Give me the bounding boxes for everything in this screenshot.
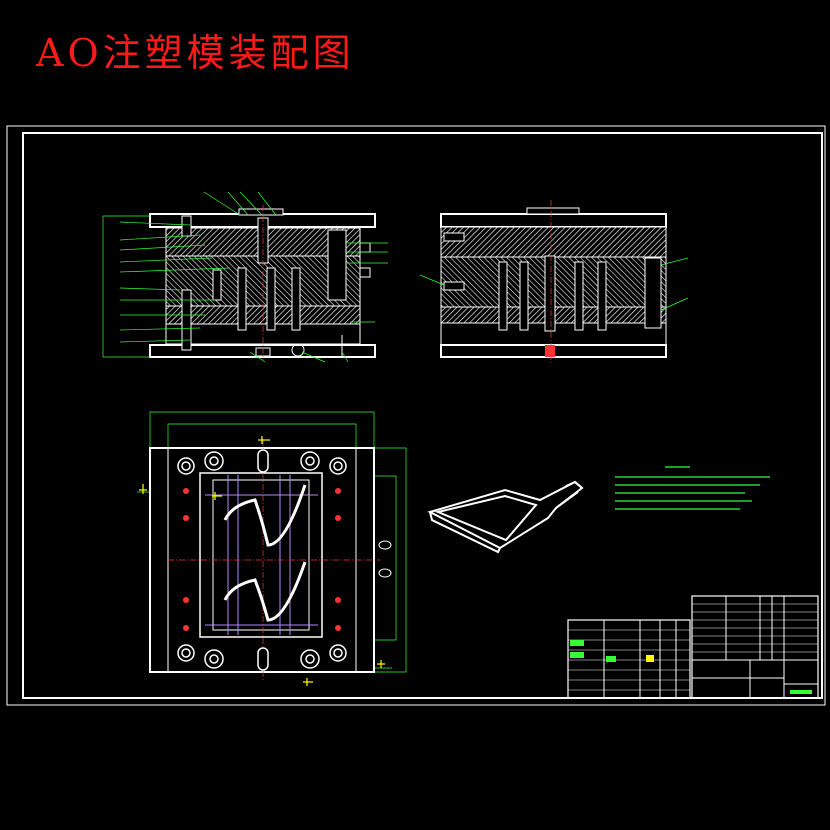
plan-view — [137, 411, 407, 686]
inner-border — [22, 132, 823, 699]
outer-border — [6, 125, 826, 706]
title-block-accents — [570, 640, 812, 694]
front-section-view — [102, 191, 388, 363]
part-isometric-view — [427, 480, 584, 554]
drawing-title: AO注塑模装配图 — [36, 31, 355, 75]
title-block — [567, 595, 819, 699]
parts-list-rows — [568, 603, 818, 691]
technical-notes — [615, 466, 770, 510]
side-section-view — [419, 200, 689, 365]
